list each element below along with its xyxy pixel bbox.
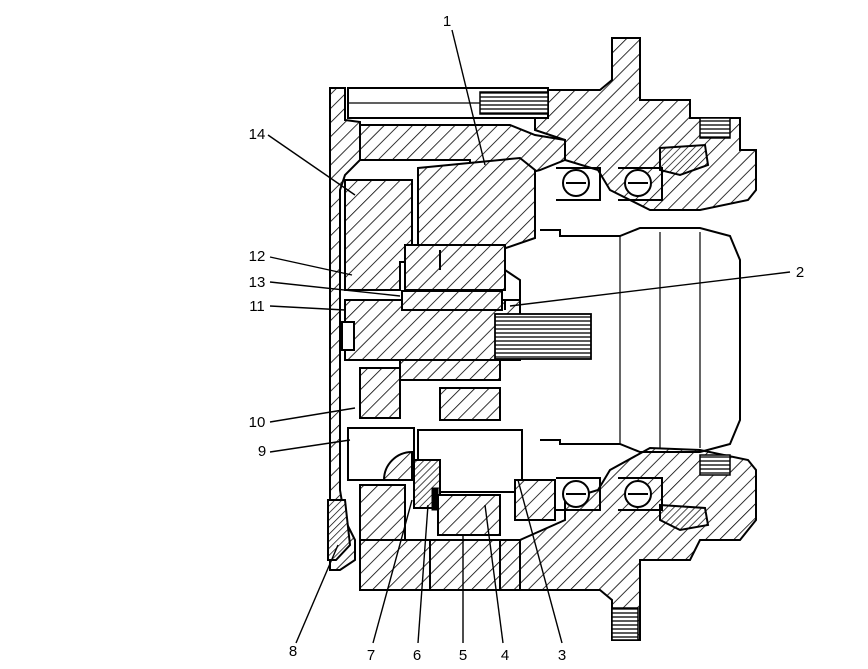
leader-11 xyxy=(269,305,346,311)
callout-6: 6 xyxy=(413,647,421,664)
leader-9 xyxy=(269,439,351,453)
leader-13 xyxy=(269,281,401,297)
leader-4 xyxy=(484,504,504,644)
leader-12 xyxy=(269,256,353,276)
leader-6 xyxy=(417,504,429,644)
planet-carrier-top xyxy=(344,156,536,300)
left-cover xyxy=(327,87,566,591)
callout-14: 14 xyxy=(249,126,266,143)
leader-8 xyxy=(295,544,339,644)
leader-1 xyxy=(451,29,486,166)
callout-labels: 1 2 3 4 5 6 7 8 9 10 11 12 13 14 xyxy=(249,13,805,664)
leader-7 xyxy=(372,499,413,644)
top-ball-bearings xyxy=(556,167,663,201)
callout-1: 1 xyxy=(443,13,451,30)
callout-10: 10 xyxy=(249,414,266,431)
bottom-ball-bearings xyxy=(556,477,663,511)
callout-9: 9 xyxy=(258,443,266,460)
leader-14 xyxy=(267,134,356,196)
callout-8: 8 xyxy=(289,643,297,660)
sun-gear-shaft xyxy=(341,290,592,361)
callout-11: 11 xyxy=(249,298,265,315)
callout-7: 7 xyxy=(367,647,375,664)
callout-3: 3 xyxy=(558,647,566,664)
callout-4: 4 xyxy=(501,647,509,664)
leader-10 xyxy=(269,407,356,423)
callout-2: 2 xyxy=(796,264,804,281)
planet-carrier-bottom xyxy=(347,359,556,541)
callout-12: 12 xyxy=(249,248,266,265)
leader-3 xyxy=(517,479,563,644)
leader-lines xyxy=(267,29,791,644)
callout-13: 13 xyxy=(249,274,266,291)
callout-5: 5 xyxy=(459,647,467,664)
leader-2 xyxy=(509,271,791,307)
